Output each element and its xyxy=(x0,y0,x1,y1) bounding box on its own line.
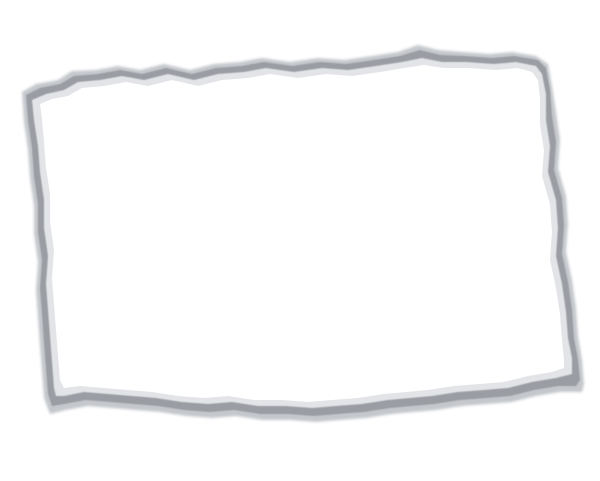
inner-white-area xyxy=(40,65,564,402)
